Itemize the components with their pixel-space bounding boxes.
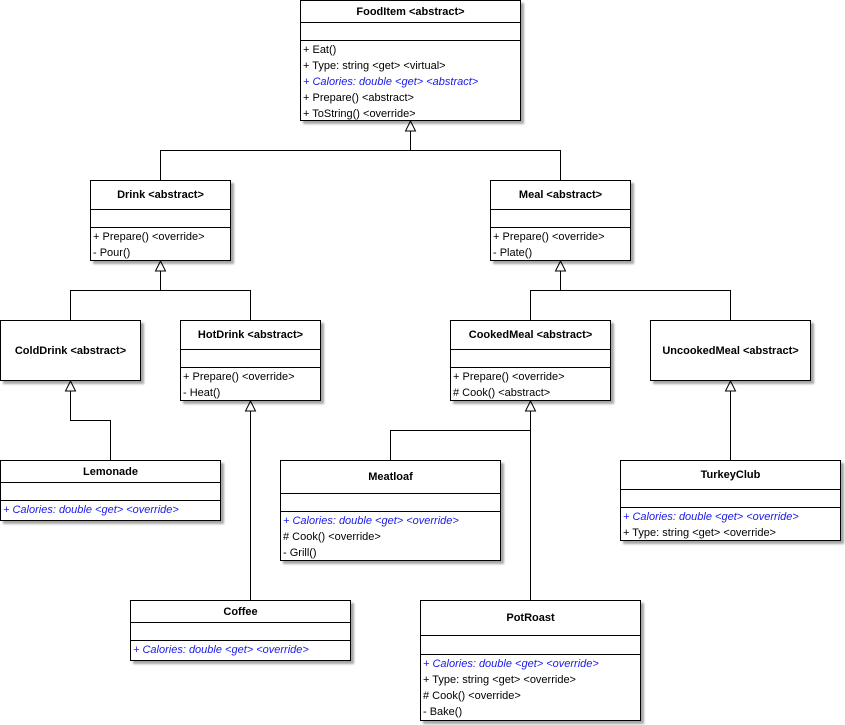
inherit-arrow-uncookedmeal xyxy=(724,379,737,392)
class-hotdrink: HotDrink <abstract> + Prepare() <overrid… xyxy=(180,320,321,401)
attributes-compartment xyxy=(621,490,840,508)
operations-compartment: + Eat() + Type: string <get> <virtual> +… xyxy=(301,41,520,123)
operation: # Cook() <abstract> xyxy=(453,387,551,399)
edge-drink-to-fooditem xyxy=(160,150,561,180)
attributes-compartment xyxy=(491,210,630,228)
operation: + Calories: double <get> <abstract> xyxy=(303,76,479,88)
operation: + Type: string <get> <override> xyxy=(623,527,776,539)
attributes-compartment xyxy=(181,350,320,368)
class-title: Lemonade xyxy=(1,461,220,483)
inherit-arrow-cookedmeal xyxy=(524,399,537,412)
class-title: UncookedMeal <abstract> xyxy=(662,344,799,357)
class-lemonade: Lemonade + Calories: double <get> <overr… xyxy=(0,460,221,521)
class-title: Coffee xyxy=(131,601,350,623)
attributes-compartment xyxy=(281,494,500,512)
operations-compartment: + Calories: double <get> <override> + Ty… xyxy=(621,508,840,542)
operation: - Heat() xyxy=(183,387,221,399)
operation: - Plate() xyxy=(493,247,533,259)
operation: - Bake() xyxy=(423,706,463,718)
operation: # Cook() <override> xyxy=(283,531,381,543)
operation: + Prepare() <override> xyxy=(453,371,565,383)
operations-compartment: + Prepare() <override> - Plate() xyxy=(491,228,630,262)
inherit-arrow-drink xyxy=(154,259,167,272)
edge-cooked-uncooked-to-meal xyxy=(530,290,731,320)
operation: + Prepare() <override> xyxy=(93,231,205,243)
class-cookedmeal: CookedMeal <abstract> + Prepare() <overr… xyxy=(450,320,611,401)
operations-compartment: + Prepare() <override> - Heat() xyxy=(181,368,320,402)
class-title: CookedMeal <abstract> xyxy=(451,321,610,350)
attributes-compartment xyxy=(301,23,520,41)
edge-lemonade-to-colddrink xyxy=(70,391,111,460)
edge-meatloaf-to-cookedmeal xyxy=(390,430,531,460)
inherit-arrow-colddrink xyxy=(64,379,77,392)
edge-colddrink-hotdrink-to-drink xyxy=(70,290,251,320)
class-uncookedmeal: UncookedMeal <abstract> xyxy=(650,320,811,381)
operation: + Prepare() <override> xyxy=(183,371,295,383)
class-title: PotRoast xyxy=(421,601,640,636)
class-meatloaf: Meatloaf + Calories: double <get> <overr… xyxy=(280,460,501,561)
attributes-compartment xyxy=(91,210,230,228)
class-title: Drink <abstract> xyxy=(91,181,230,210)
class-meal: Meal <abstract> + Prepare() <override> -… xyxy=(490,180,631,261)
operation: + Calories: double <get> <override> xyxy=(133,644,309,656)
operation: + ToString() <override> xyxy=(303,108,416,120)
class-title: Meal <abstract> xyxy=(491,181,630,210)
class-coffee: Coffee + Calories: double <get> <overrid… xyxy=(130,600,351,661)
class-title: HotDrink <abstract> xyxy=(181,321,320,350)
attributes-compartment xyxy=(131,623,350,641)
operation: + Prepare() <abstract> xyxy=(303,92,414,104)
operations-compartment: + Calories: double <get> <override> + Ty… xyxy=(421,655,640,721)
operation: + Prepare() <override> xyxy=(493,231,605,243)
operation: + Calories: double <get> <override> xyxy=(423,658,599,670)
operation: + Calories: double <get> <override> xyxy=(623,511,799,523)
operations-compartment: + Calories: double <get> <override> xyxy=(1,501,220,519)
attributes-compartment xyxy=(451,350,610,368)
attributes-compartment xyxy=(421,636,640,655)
operation: + Type: string <get> <override> xyxy=(423,674,576,686)
class-title: FoodItem <abstract> xyxy=(301,1,520,23)
operation: + Type: string <get> <virtual> xyxy=(303,60,446,72)
operation: - Pour() xyxy=(93,247,131,259)
class-drink: Drink <abstract> + Prepare() <override> … xyxy=(90,180,231,261)
class-title: TurkeyClub xyxy=(621,461,840,490)
class-title: Meatloaf xyxy=(281,461,500,494)
inherit-arrow-fooditem xyxy=(404,119,417,132)
class-colddrink: ColdDrink <abstract> xyxy=(0,320,141,381)
inherit-arrow-hotdrink xyxy=(244,399,257,412)
attributes-compartment xyxy=(1,483,220,501)
operations-compartment: + Prepare() <override> - Pour() xyxy=(91,228,230,262)
inherit-arrow-meal xyxy=(554,259,567,272)
operation: # Cook() <override> xyxy=(423,690,521,702)
class-potroast: PotRoast + Calories: double <get> <overr… xyxy=(420,600,641,721)
class-fooditem: FoodItem <abstract> + Eat() + Type: stri… xyxy=(300,0,521,121)
operation: + Calories: double <get> <override> xyxy=(283,515,459,527)
operation: - Grill() xyxy=(283,547,317,559)
operations-compartment: + Prepare() <override> # Cook() <abstrac… xyxy=(451,368,610,402)
operations-compartment: + Calories: double <get> <override> xyxy=(131,641,350,659)
operations-compartment: + Calories: double <get> <override> # Co… xyxy=(281,512,500,562)
operation: + Calories: double <get> <override> xyxy=(3,504,179,516)
class-turkeyclub: TurkeyClub + Calories: double <get> <ove… xyxy=(620,460,841,541)
class-title: ColdDrink <abstract> xyxy=(14,344,127,357)
operation: + Eat() xyxy=(303,44,337,56)
